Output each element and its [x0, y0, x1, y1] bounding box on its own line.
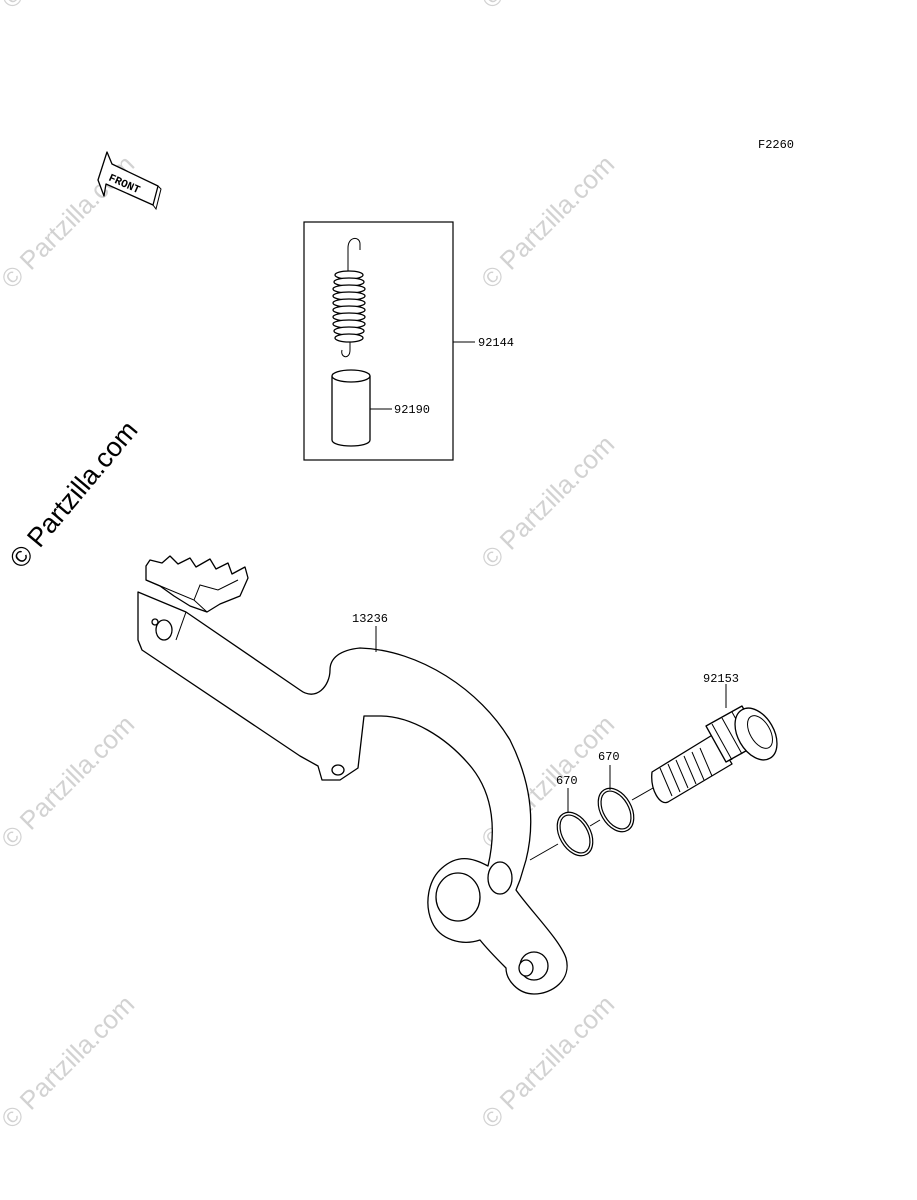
diagram-code: F2260 [758, 138, 794, 152]
watermark-9: © Partzilla.com [475, 0, 620, 14]
o-ring-1 [556, 811, 594, 857]
kit-box [303, 221, 454, 461]
part-label-670-b: 670 [598, 750, 620, 764]
watermark-main: © Partzilla.com [4, 415, 144, 574]
watermark-8: © Partzilla.com [0, 0, 140, 14]
part-label-92144: 92144 [478, 336, 514, 350]
collar-part [331, 369, 371, 447]
o-ring-2 [597, 787, 635, 833]
watermark-4: © Partzilla.com [0, 709, 140, 854]
watermark-7: © Partzilla.com [475, 989, 620, 1134]
part-label-13236: 13236 [352, 612, 388, 626]
part-label-92153: 92153 [703, 672, 739, 686]
watermark-2: © Partzilla.com [475, 149, 620, 294]
pivot-bolt-part [651, 705, 778, 804]
part-label-92190: 92190 [394, 403, 430, 417]
spring-part [332, 238, 366, 358]
part-label-670-a: 670 [556, 774, 578, 788]
front-arrow-icon: FRONT [97, 151, 162, 211]
brake-pedal-part [137, 555, 568, 995]
watermark-3: © Partzilla.com [475, 429, 620, 574]
watermark-6: © Partzilla.com [0, 989, 140, 1134]
